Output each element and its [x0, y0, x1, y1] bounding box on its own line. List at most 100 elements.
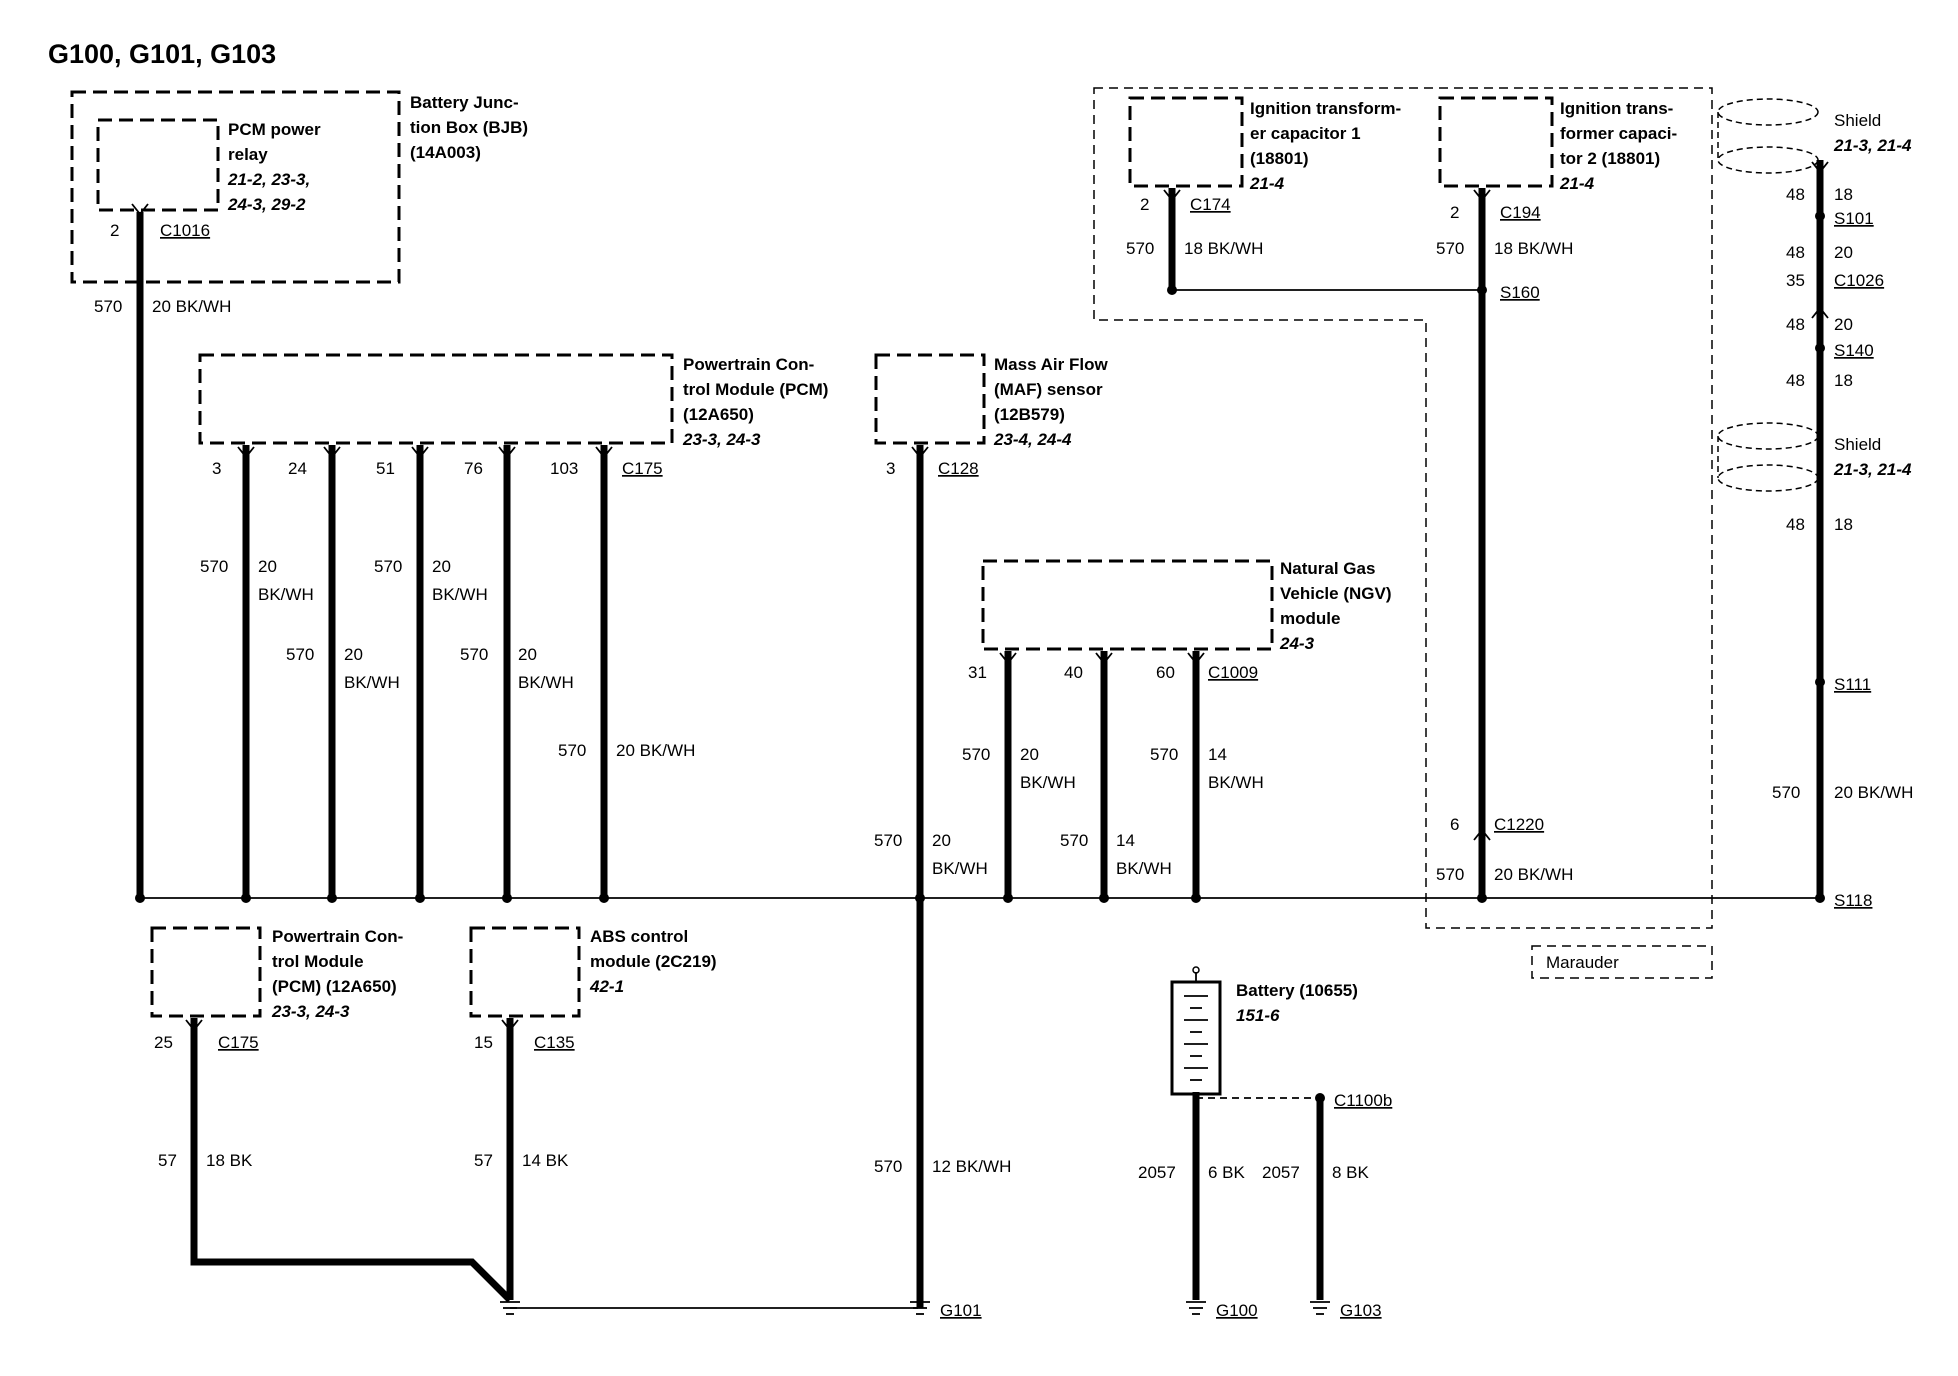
svg-text:ABS control: ABS control — [590, 927, 688, 946]
svg-text:570: 570 — [1126, 239, 1154, 258]
svg-text:25: 25 — [154, 1033, 173, 1052]
svg-text:20: 20 — [1834, 315, 1853, 334]
splice-dot — [1167, 285, 1177, 295]
svg-text:(12B579): (12B579) — [994, 405, 1065, 424]
svg-text:103: 103 — [550, 459, 578, 478]
svg-text:BK/WH: BK/WH — [1020, 773, 1076, 792]
svg-text:BK/WH: BK/WH — [344, 673, 400, 692]
svg-text:20: 20 — [258, 557, 277, 576]
svg-text:76: 76 — [464, 459, 483, 478]
svg-text:G100: G100 — [1216, 1301, 1258, 1320]
svg-text:20 BK/WH: 20 BK/WH — [1834, 783, 1913, 802]
svg-text:570: 570 — [1772, 783, 1800, 802]
svg-text:C1026: C1026 — [1834, 271, 1884, 290]
itc1-label: Ignition transform- er capacitor 1 (1880… — [1249, 99, 1401, 193]
svg-text:module (2C219): module (2C219) — [590, 952, 717, 971]
svg-text:20 BK/WH: 20 BK/WH — [152, 297, 231, 316]
svg-text:BK/WH: BK/WH — [518, 673, 574, 692]
pcm-bottom-label: Powertrain Con- trol Module (PCM) (12A65… — [271, 927, 403, 1021]
connector-arrows — [131, 161, 1829, 1032]
svg-text:24-3, 29-2: 24-3, 29-2 — [227, 195, 306, 214]
splice-dot — [1477, 893, 1487, 903]
svg-text:BK/WH: BK/WH — [932, 859, 988, 878]
svg-text:570: 570 — [558, 741, 586, 760]
ground-icon — [500, 1301, 520, 1315]
svg-text:8 BK: 8 BK — [1332, 1163, 1370, 1182]
svg-text:15: 15 — [474, 1033, 493, 1052]
svg-text:23-3, 24-3: 23-3, 24-3 — [682, 430, 761, 449]
svg-text:Mass Air Flow: Mass Air Flow — [994, 355, 1108, 374]
svg-text:24-3: 24-3 — [1279, 634, 1315, 653]
svg-text:2: 2 — [110, 221, 119, 240]
svg-text:31: 31 — [968, 663, 987, 682]
svg-text:23-3, 24-3: 23-3, 24-3 — [271, 1002, 350, 1021]
splice-s160-dot — [1477, 285, 1487, 295]
svg-text:(PCM) (12A650): (PCM) (12A650) — [272, 977, 397, 996]
itc2-label: Ignition trans- former capaci- tor 2 (18… — [1559, 99, 1677, 193]
marauder-region — [1093, 87, 1713, 929]
svg-text:20: 20 — [932, 831, 951, 850]
svg-text:(12A650): (12A650) — [683, 405, 754, 424]
svg-text:6 BK: 6 BK — [1208, 1163, 1246, 1182]
svg-text:C194: C194 — [1500, 203, 1541, 222]
svg-text:23-4, 24-4: 23-4, 24-4 — [993, 430, 1072, 449]
svg-text:20: 20 — [1834, 243, 1853, 262]
c1100b-dot — [1315, 1093, 1325, 1103]
svg-text:20 BK/WH: 20 BK/WH — [1494, 865, 1573, 884]
svg-text:48: 48 — [1786, 515, 1805, 534]
svg-text:S101: S101 — [1834, 209, 1874, 228]
svg-text:48: 48 — [1786, 243, 1805, 262]
svg-text:20: 20 — [432, 557, 451, 576]
svg-text:24: 24 — [288, 459, 307, 478]
svg-text:trol Module (PCM): trol Module (PCM) — [683, 380, 828, 399]
svg-text:former capaci-: former capaci- — [1560, 124, 1677, 143]
svg-text:2: 2 — [1450, 203, 1459, 222]
svg-text:G103: G103 — [1340, 1301, 1382, 1320]
svg-text:21-2, 23-3,: 21-2, 23-3, — [227, 170, 310, 189]
svg-text:20 BK/WH: 20 BK/WH — [616, 741, 695, 760]
svg-text:570: 570 — [874, 831, 902, 850]
svg-text:57: 57 — [158, 1151, 177, 1170]
svg-text:12 BK/WH: 12 BK/WH — [932, 1157, 1011, 1176]
splice-s118-dot — [1815, 893, 1825, 903]
svg-text:G101: G101 — [940, 1301, 982, 1320]
svg-text:570: 570 — [1060, 831, 1088, 850]
svg-text:Shield: Shield — [1834, 435, 1881, 454]
ground-icon — [910, 1301, 930, 1315]
svg-text:trol Module: trol Module — [272, 952, 364, 971]
svg-text:570: 570 — [1436, 239, 1464, 258]
svg-text:20: 20 — [1020, 745, 1039, 764]
svg-text:14 BK: 14 BK — [522, 1151, 569, 1170]
splice-s140-dot — [1815, 343, 1825, 353]
abs-label: ABS control module (2C219) 42-1 — [589, 927, 717, 996]
splice-dot — [1099, 893, 1109, 903]
svg-text:S111: S111 — [1834, 675, 1871, 694]
splice-dot — [1191, 893, 1201, 903]
svg-text:18: 18 — [1834, 185, 1853, 204]
svg-text:tion Box (BJB): tion Box (BJB) — [410, 118, 528, 137]
svg-text:C175: C175 — [218, 1033, 259, 1052]
splice-dot — [327, 893, 337, 903]
svg-text:570: 570 — [460, 645, 488, 664]
svg-text:570: 570 — [94, 297, 122, 316]
svg-text:module: module — [1280, 609, 1340, 628]
svg-text:Battery (10655): Battery (10655) — [1236, 981, 1358, 1000]
svg-text:40: 40 — [1064, 663, 1083, 682]
svg-text:3: 3 — [212, 459, 221, 478]
wire-pcm-ground — [190, 1018, 513, 1303]
shield-icon — [1717, 98, 1819, 174]
svg-text:48: 48 — [1786, 185, 1805, 204]
splice-dot — [599, 893, 609, 903]
svg-text:18 BK/WH: 18 BK/WH — [1494, 239, 1573, 258]
splice-labels: S101 S140 S160 S111 S118 — [1500, 209, 1874, 910]
svg-text:Powertrain Con-: Powertrain Con- — [683, 355, 814, 374]
svg-text:42-1: 42-1 — [589, 977, 624, 996]
svg-text:20: 20 — [344, 645, 363, 664]
abs-box — [469, 926, 581, 1018]
svg-text:48: 48 — [1786, 371, 1805, 390]
svg-text:6: 6 — [1450, 815, 1459, 834]
svg-text:2057: 2057 — [1262, 1163, 1300, 1182]
svg-text:(14A003): (14A003) — [410, 143, 481, 162]
battery-icon — [1170, 966, 1222, 1096]
